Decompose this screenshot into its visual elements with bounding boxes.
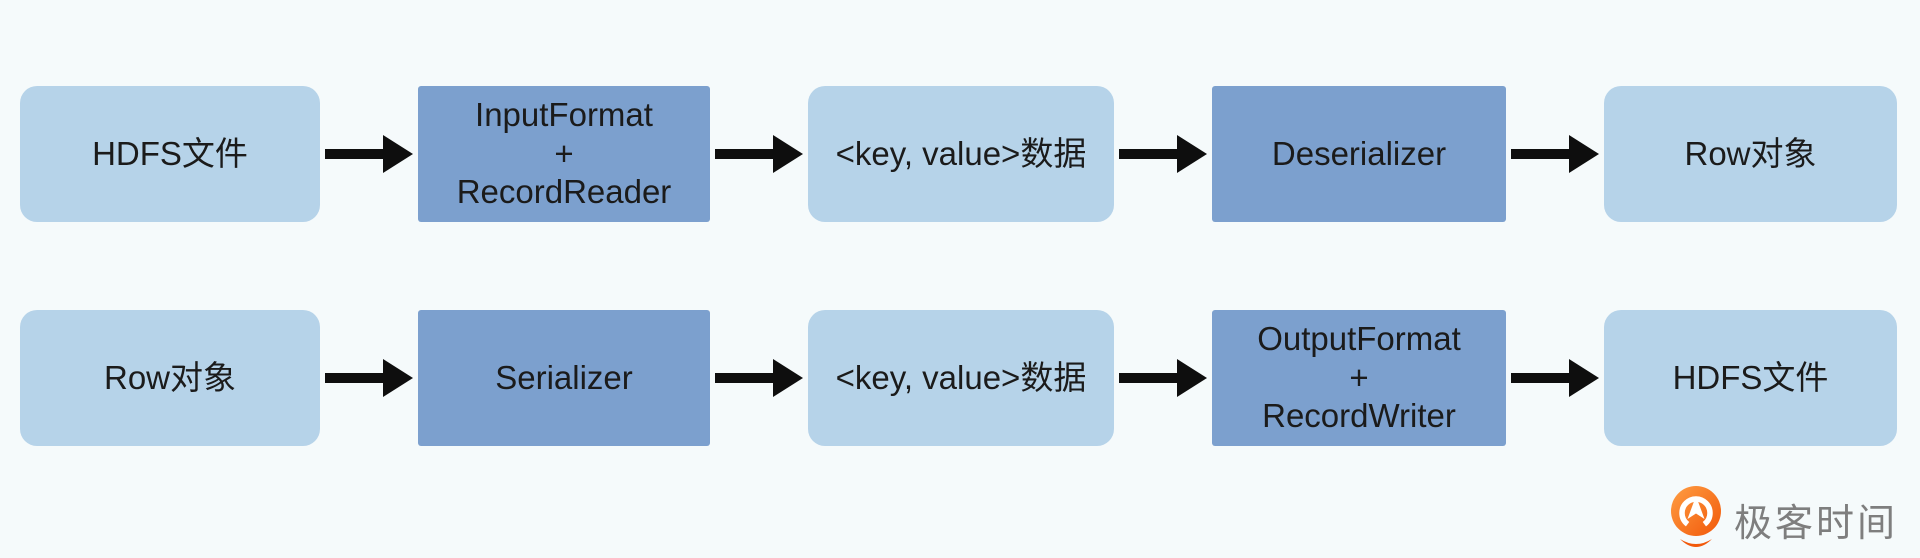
row2-node-serializer: Serializer bbox=[418, 310, 710, 446]
flow-arrow-icon bbox=[1119, 359, 1207, 397]
geektime-logo: 极客时间 bbox=[1670, 486, 1898, 552]
arrow-cell bbox=[1114, 86, 1212, 222]
row2-node-key-value-data: <key, value>数据 bbox=[808, 310, 1114, 446]
row2-node-row-object: Row对象 bbox=[20, 310, 320, 446]
row1-node-hdfs-file: HDFS文件 bbox=[20, 86, 320, 222]
row2-node-outputformat-recordwriter: OutputFormat + RecordWriter bbox=[1212, 310, 1506, 446]
arrow-cell bbox=[1114, 310, 1212, 446]
row1-node-inputformat-recordreader: InputFormat + RecordReader bbox=[418, 86, 710, 222]
flow-arrow-icon bbox=[325, 359, 413, 397]
row1-node-key-value-data: <key, value>数据 bbox=[808, 86, 1114, 222]
arrow-cell bbox=[1506, 310, 1604, 446]
geektime-logo-text: 极客时间 bbox=[1733, 502, 1898, 545]
flow-row-deserialization: HDFS文件 InputFormat + RecordReader <key, … bbox=[20, 86, 1897, 222]
row1-node-deserializer: Deserializer bbox=[1212, 86, 1506, 222]
flow-arrow-icon bbox=[1119, 135, 1207, 173]
geektime-pin-icon bbox=[1670, 486, 1721, 547]
flow-arrow-icon bbox=[325, 135, 413, 173]
arrow-cell bbox=[710, 86, 808, 222]
arrow-cell bbox=[320, 310, 418, 446]
flow-arrow-icon bbox=[715, 359, 803, 397]
flow-arrow-icon bbox=[1511, 359, 1599, 397]
flow-arrow-icon bbox=[1511, 135, 1599, 173]
row2-node-hdfs-file: HDFS文件 bbox=[1604, 310, 1897, 446]
row1-node-row-object: Row对象 bbox=[1604, 86, 1897, 222]
flow-arrow-icon bbox=[715, 135, 803, 173]
flow-row-serialization: Row对象 Serializer <key, value>数据 OutputFo… bbox=[20, 310, 1897, 446]
arrow-cell bbox=[320, 86, 418, 222]
arrow-cell bbox=[1506, 86, 1604, 222]
arrow-cell bbox=[710, 310, 808, 446]
